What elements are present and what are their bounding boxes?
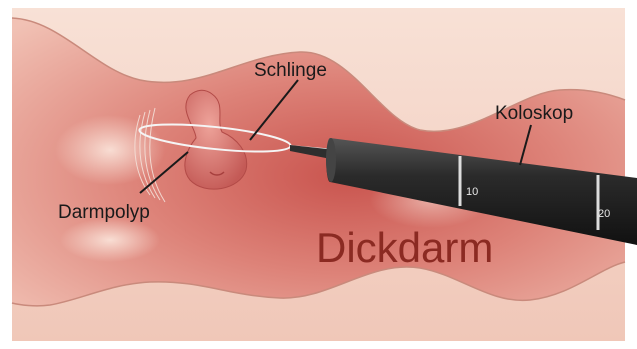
scope-marking-20: 20 xyxy=(598,208,610,220)
label-colon: Dickdarm xyxy=(316,224,493,271)
label-colonoscope: Koloskop xyxy=(495,103,573,124)
label-polyp: Darmpolyp xyxy=(58,202,150,223)
scope-marking-10: 10 xyxy=(466,186,478,198)
label-snare: Schlinge xyxy=(254,60,327,81)
